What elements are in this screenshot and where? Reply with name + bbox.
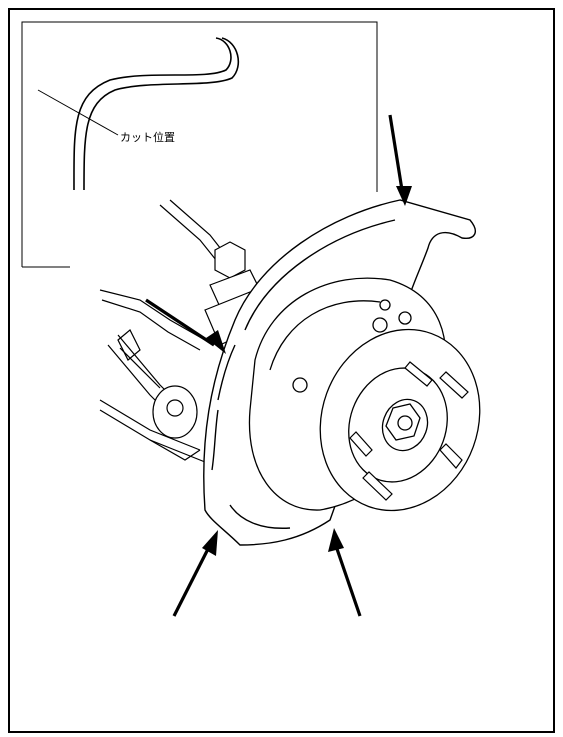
- hose-inner-line: [83, 37, 240, 191]
- arrow-top-right: [388, 114, 412, 206]
- wheel-hub: [319, 328, 481, 512]
- inset-detail-box: カット位置: [21, 21, 378, 268]
- outer-border: [8, 8, 555, 733]
- cut-position-leader: [37, 89, 119, 136]
- arrow-bottom-left: [172, 530, 218, 617]
- wheel-studs: [349, 361, 469, 501]
- tie-rod-end: [117, 329, 201, 461]
- arrow-bottom-right: [328, 528, 362, 617]
- indicator-arrows: [145, 114, 412, 617]
- arrow-left: [145, 298, 226, 354]
- hose-outer-line: [73, 37, 232, 191]
- inset-border: [21, 21, 378, 267]
- cut-position-label: カット位置: [120, 130, 175, 144]
